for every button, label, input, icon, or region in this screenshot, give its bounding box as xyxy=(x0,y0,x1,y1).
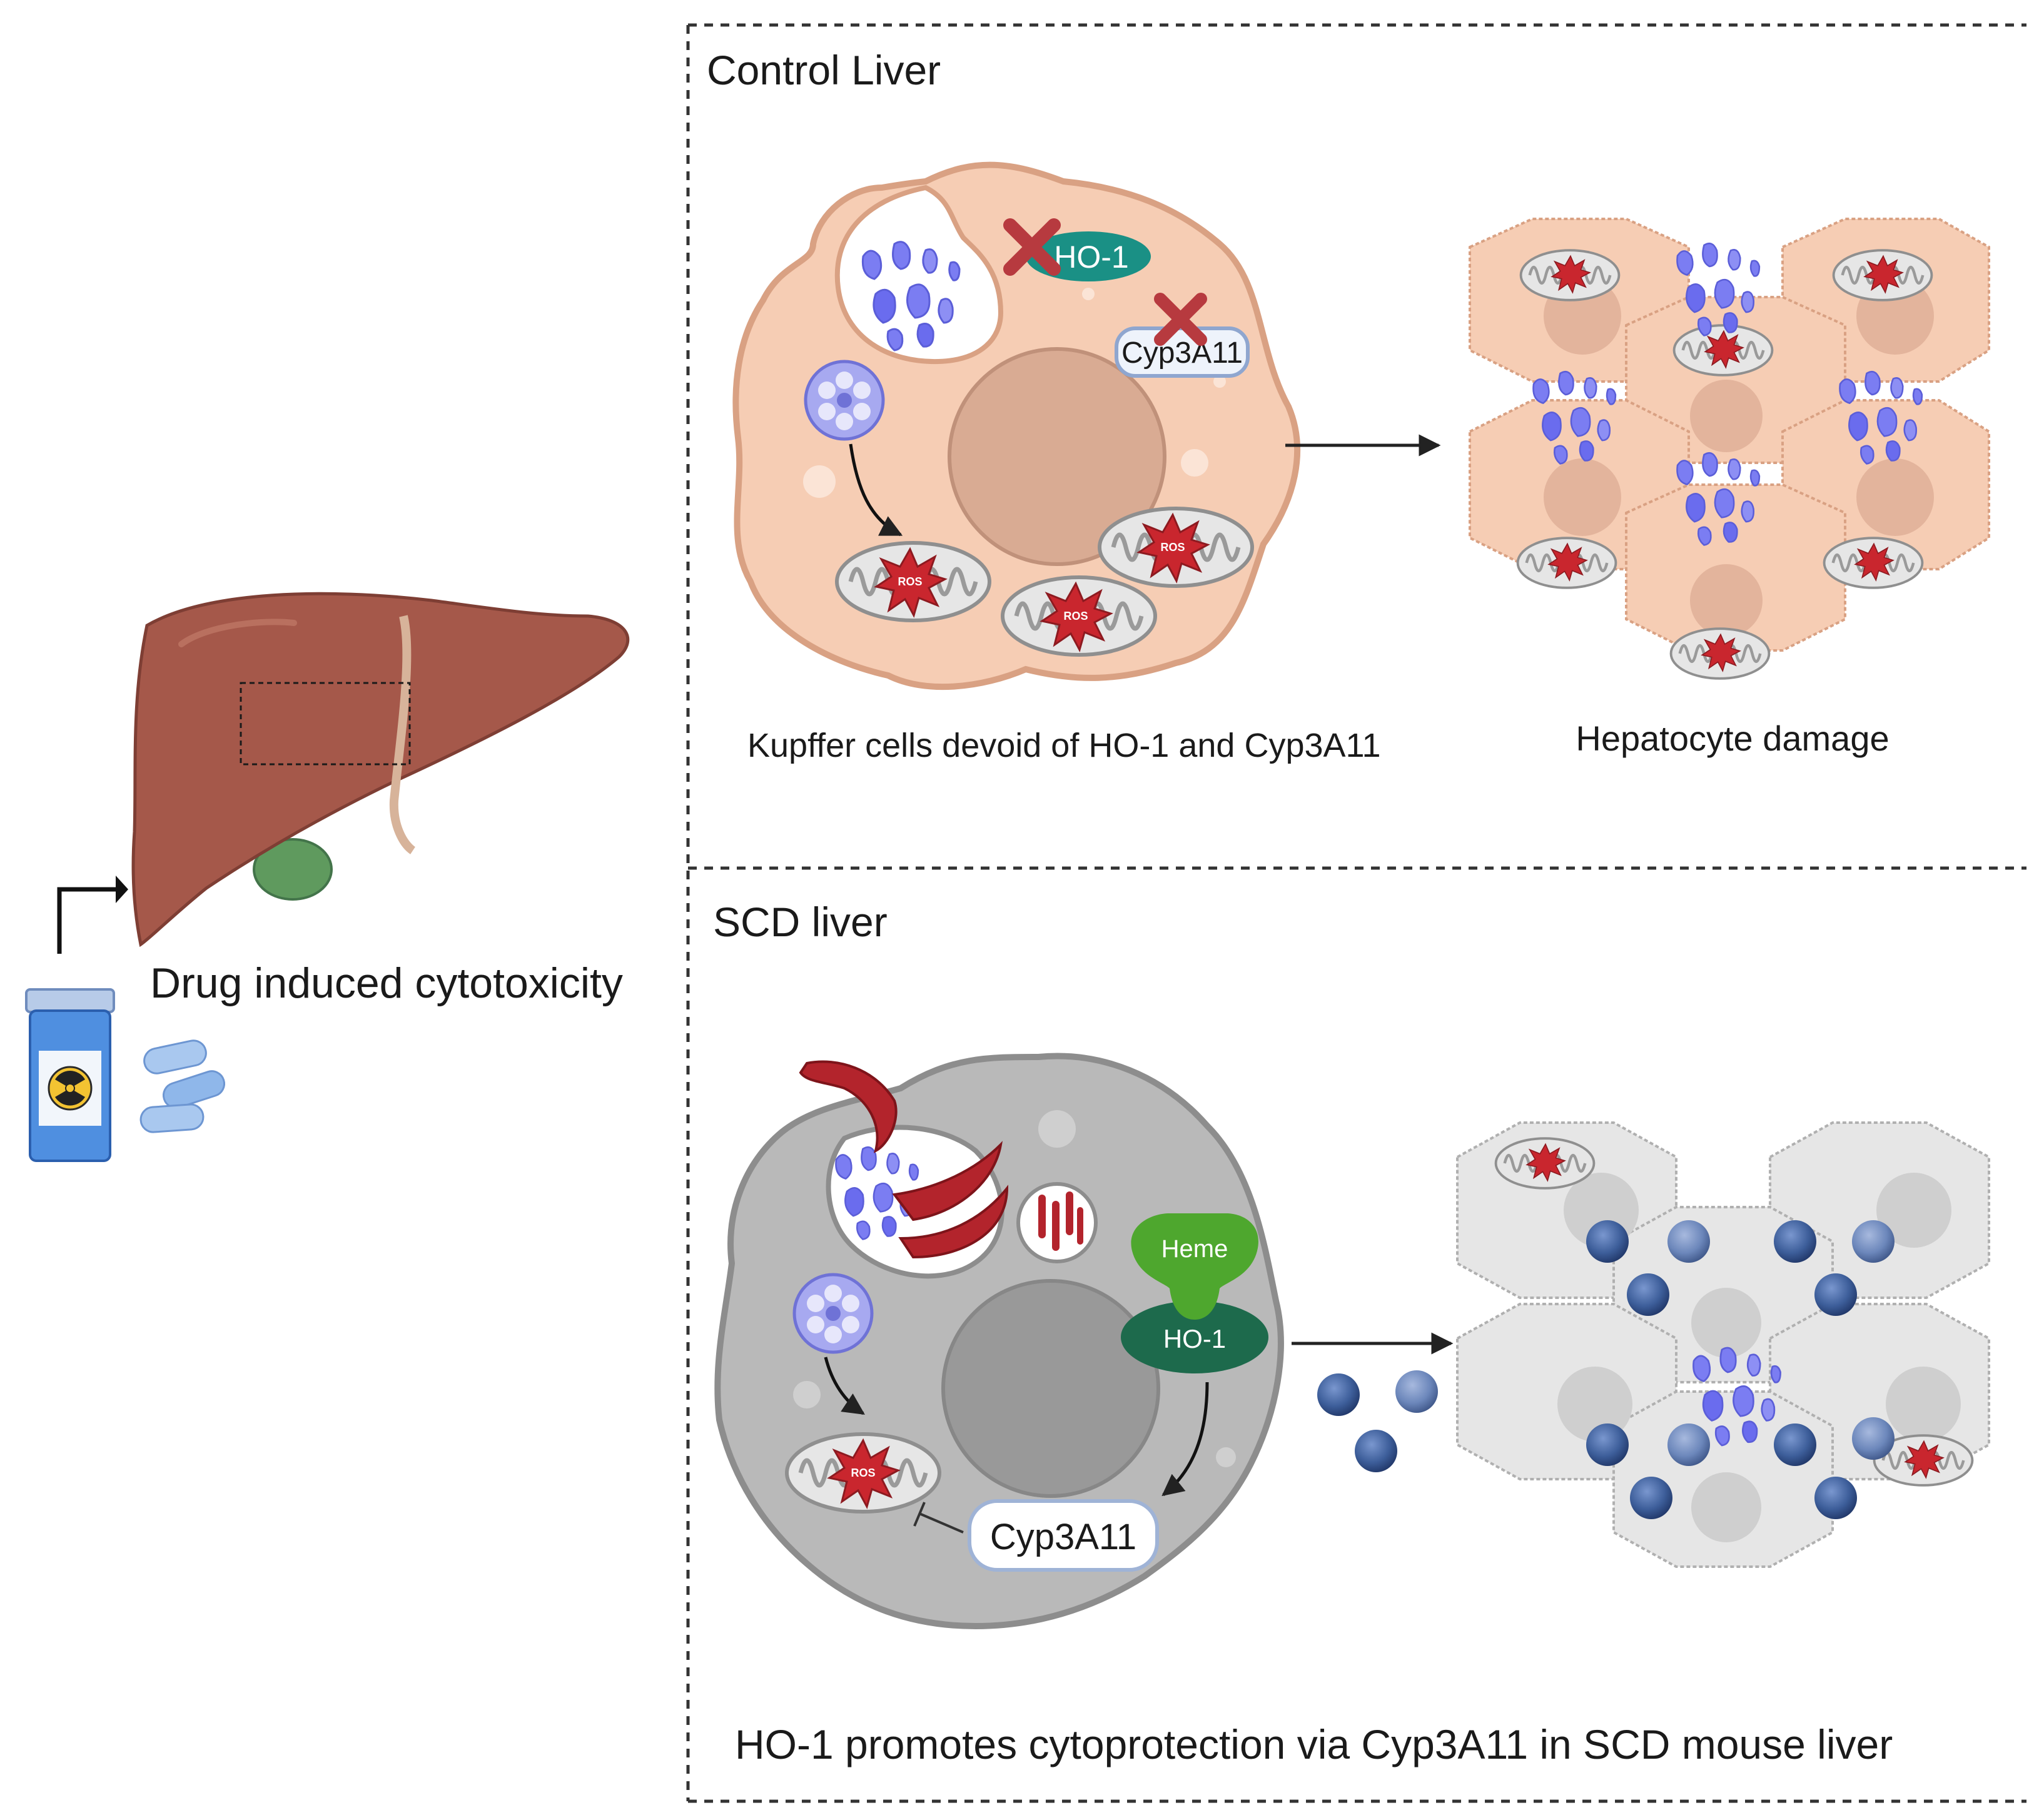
blue-dot-hep-1 xyxy=(1586,1220,1629,1263)
kupffer-cell-scd: ROS Heme HO-1 Cyp3A11 xyxy=(714,1053,1284,1630)
sickle-rbcs xyxy=(799,1060,1009,1259)
cyp3a11-box-scd xyxy=(968,1499,1159,1572)
vacuole-small-1 xyxy=(803,465,836,498)
pills xyxy=(139,1039,226,1133)
scd-panel-title: SCD liver xyxy=(713,899,888,945)
blue-dot-free-2 xyxy=(1395,1370,1438,1413)
pill-1 xyxy=(143,1039,207,1074)
radioactive-symbol xyxy=(48,1066,93,1111)
ho1-protein-scd xyxy=(1121,1301,1268,1373)
pill-2 xyxy=(162,1070,226,1109)
drug-arrow xyxy=(57,876,128,954)
hepatocyte-scd-nucleus-6 xyxy=(1691,1472,1761,1542)
hepatocyte-scd-nucleus-2 xyxy=(1876,1173,1951,1248)
hepatocyte-nucleus-3 xyxy=(1690,380,1763,452)
cyp3a11-label-control: Cyp3A11 xyxy=(1121,336,1243,370)
vacuole-scd-4 xyxy=(1216,1447,1236,1467)
ros-label-control-1: ROS xyxy=(898,575,922,588)
heme-label: Heme xyxy=(1161,1235,1228,1263)
cyp-inhibition-line xyxy=(919,1512,964,1534)
nucleus-scd xyxy=(941,1279,1160,1498)
blue-dot-hep-8 xyxy=(1667,1423,1710,1466)
liver-zoom-box xyxy=(240,682,411,766)
falciform-ligament xyxy=(389,615,416,854)
kupffer-cell-control: ROS ROS ROS HO-1 Cyp3A11 xyxy=(732,161,1301,690)
scd-caption: HO-1 promotes cytoprotection via Cyp3A11… xyxy=(735,1721,1893,1767)
panel-borders xyxy=(686,23,2026,1803)
lysosome-control xyxy=(806,361,883,439)
hepatocyte-nucleus-4 xyxy=(1544,458,1621,536)
hepatocyte-damage-caption: Hepatocyte damage xyxy=(1576,719,1889,758)
cyp-inhibition-bar xyxy=(913,1502,926,1527)
vacuole-scd-1 xyxy=(1038,1110,1076,1148)
cross-icon-cyp3a11 xyxy=(1154,293,1207,346)
ho1-label-scd: HO-1 xyxy=(1163,1324,1226,1353)
vacuole-small-2 xyxy=(1181,449,1208,477)
liver-body xyxy=(131,592,630,948)
blue-dot-hep-11 xyxy=(1630,1477,1672,1519)
ros-label-scd: ROS xyxy=(851,1467,875,1479)
sickle-rbc-1 xyxy=(799,1060,898,1153)
blue-dot-hep-4 xyxy=(1852,1220,1895,1263)
hepatocyte-nucleus-6 xyxy=(1690,564,1763,637)
ho1-to-cyp-arrow xyxy=(1161,1382,1209,1497)
hepatocyte-scd-nucleus-4 xyxy=(1557,1367,1632,1442)
blue-dot-hep-3 xyxy=(1774,1220,1816,1263)
pill-3 xyxy=(139,1103,205,1133)
drug-cytotoxicity-label: Drug induced cytotoxicity xyxy=(150,959,623,1007)
gallbladder xyxy=(253,838,333,901)
nucleus-control xyxy=(948,347,1166,566)
rbc-fragments xyxy=(1038,1191,1083,1251)
ros-label-control-2: ROS xyxy=(1063,610,1088,622)
drug-arrow-line xyxy=(57,887,116,954)
hepatocyte-cluster-control xyxy=(1469,218,1990,679)
ros-label-control-3: ROS xyxy=(1160,541,1185,554)
vacuole-small-3 xyxy=(1213,375,1226,388)
lysosome-scd xyxy=(794,1275,872,1352)
blue-dot-free-3 xyxy=(1355,1430,1397,1472)
blue-dot-hep-5 xyxy=(1627,1273,1669,1316)
blue-dot-hep-12 xyxy=(1814,1477,1857,1519)
ho1-label-control: HO-1 xyxy=(1054,240,1128,275)
bottle-cap xyxy=(25,988,115,1013)
blue-dot-hep-2 xyxy=(1667,1220,1710,1263)
blue-dot-hep-9 xyxy=(1774,1423,1816,1466)
liver-illustration xyxy=(131,592,630,948)
blue-dot-hep-6 xyxy=(1814,1273,1857,1316)
cyp3a11-label-scd: Cyp3A11 xyxy=(990,1517,1136,1557)
drug-arrow-head xyxy=(116,876,128,903)
hepatocyte-scd-nucleus-5 xyxy=(1886,1367,1961,1442)
free-blue-dots xyxy=(1317,1370,1438,1472)
heme-molecule xyxy=(1131,1213,1258,1320)
pill-bottle xyxy=(25,988,115,1162)
control-panel-title: Control Liver xyxy=(707,47,941,93)
hepatocyte-cluster-scd xyxy=(1456,1121,1990,1568)
vesicle-to-mito-arrow-control xyxy=(849,443,903,537)
hepatocyte-nucleus-5 xyxy=(1856,458,1934,536)
blue-dot-hep-7 xyxy=(1586,1423,1629,1466)
hepatocyte-scd-nucleus-3 xyxy=(1691,1288,1761,1358)
liver-highlight xyxy=(178,619,297,647)
sickle-rbc-2 xyxy=(892,1141,1003,1221)
cross-icon-ho1 xyxy=(1003,218,1061,276)
blue-dot-free-1 xyxy=(1317,1373,1360,1416)
vesicle-to-mito-arrow-scd xyxy=(824,1357,865,1415)
vacuole-scd-2 xyxy=(793,1381,821,1408)
sickle-rbc-3 xyxy=(898,1185,1009,1259)
kupffer-caption: Kupffer cells devoid of HO-1 and Cyp3A11 xyxy=(747,727,1381,764)
vacuole-small-4 xyxy=(1082,288,1095,300)
blue-dot-hep-10 xyxy=(1852,1417,1895,1460)
